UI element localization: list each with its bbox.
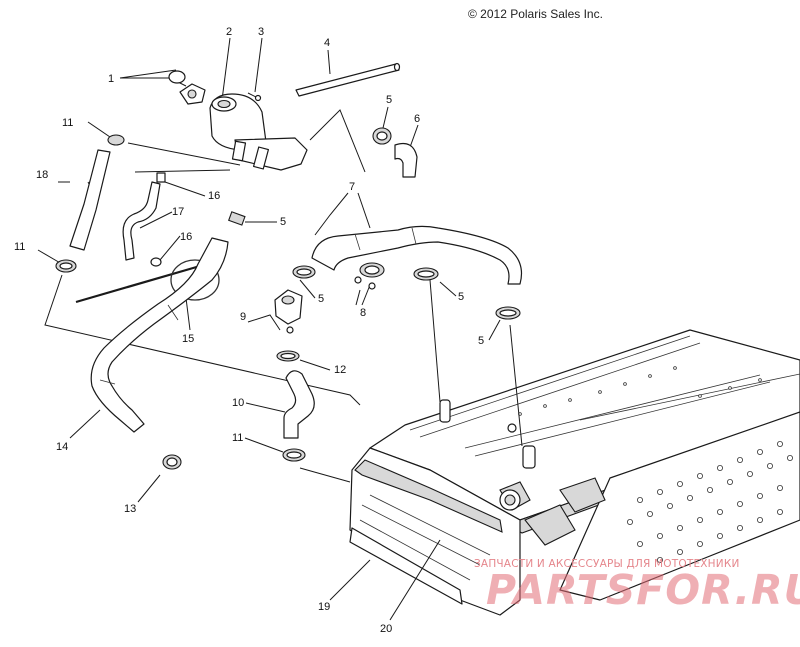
part-13-clamp — [162, 454, 182, 470]
callout-3: 3 — [258, 26, 264, 38]
callout-5: 5 — [458, 291, 464, 303]
callout-11: 11 — [62, 117, 73, 129]
callout-16: 16 — [180, 231, 192, 243]
part-9-thermostat — [274, 289, 303, 334]
callout-2: 2 — [226, 26, 232, 38]
callout-7: 7 — [349, 181, 355, 193]
part-16-fittings — [150, 172, 166, 267]
callout-11: 11 — [14, 241, 25, 253]
callout-19: 19 — [318, 601, 330, 613]
callout-5: 5 — [280, 216, 286, 228]
part-17-small-hose — [122, 181, 161, 261]
part-11-clamps — [55, 134, 306, 462]
callouts: 1 2 3 4 5 6 11 18 16 7 17 5 16 11 5 5 8 … — [14, 26, 484, 635]
callout-20: 20 — [380, 623, 392, 635]
part-2-surge-tank — [209, 93, 308, 171]
callout-15: 15 — [182, 333, 194, 345]
copyright-text: © 2012 Polaris Sales Inc. — [468, 7, 603, 21]
callout-13: 13 — [124, 503, 136, 515]
callout-17: 17 — [172, 206, 184, 218]
part-15-strap — [75, 259, 220, 304]
callout-5: 5 — [318, 293, 324, 305]
callout-12: 12 — [334, 364, 346, 376]
part-6-elbow-hose — [394, 142, 418, 178]
callout-6: 6 — [414, 113, 420, 125]
callout-5: 5 — [478, 335, 484, 347]
callout-14: 14 — [56, 441, 68, 453]
part-10-short-hose — [283, 370, 315, 439]
callout-1: 1 — [108, 73, 114, 85]
part-8-bracket — [354, 262, 385, 290]
callout-16: 16 — [208, 190, 220, 202]
part-4-tube — [295, 62, 401, 97]
part-5-clamp-mid — [292, 265, 521, 320]
part-5-clamp-small — [228, 211, 246, 226]
callout-5: 5 — [386, 94, 392, 106]
watermark-brand: PARTSFOR.RU — [486, 566, 800, 614]
part-5-clamp-top — [372, 127, 392, 145]
leader-lines — [37, 37, 523, 621]
part-18-straight-hose — [69, 149, 111, 251]
callout-11: 11 — [232, 432, 243, 444]
part-14-big-hose — [90, 237, 229, 433]
part-3-screw — [247, 92, 262, 102]
callout-9: 9 — [240, 311, 246, 323]
part-7-hose — [311, 225, 523, 285]
watermark-subtitle: ЗАПЧАСТИ И АКСЕССУАРЫ ДЛЯ МОТОТЕХНИКИ — [474, 558, 740, 570]
part-1-cap-oring — [168, 70, 206, 105]
callout-18: 18 — [36, 169, 48, 181]
chassis-tunnel — [349, 329, 800, 616]
callout-4: 4 — [324, 37, 330, 49]
callout-10: 10 — [232, 397, 244, 409]
callout-8: 8 — [360, 307, 366, 319]
part-12-oring — [276, 350, 300, 362]
